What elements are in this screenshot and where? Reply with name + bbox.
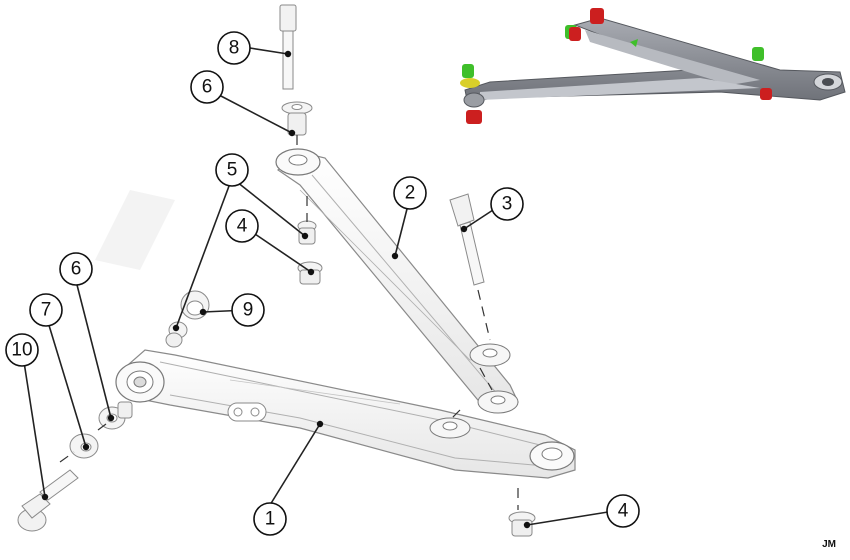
callout-1: 1: [253, 502, 287, 536]
callout-9: 9: [231, 293, 265, 327]
render-washer-yellow: [460, 78, 480, 88]
callout-2-label: 2: [405, 183, 416, 204]
callout-6-lower: 6: [59, 252, 93, 286]
lower-arm-part-1: [115, 349, 576, 479]
callout-7: 7: [29, 293, 63, 327]
callout-3: 3: [490, 187, 524, 221]
callout-7-label: 7: [41, 300, 52, 321]
callout-6-top-label: 6: [202, 77, 213, 98]
callout-1-label: 1: [265, 509, 276, 530]
bolt-part-8: [279, 4, 297, 90]
callout-8: 8: [217, 31, 251, 65]
bolt-part-3: [449, 193, 485, 286]
render-bushing-green-mid: [752, 47, 764, 61]
render-bushing-green-left: [462, 64, 474, 78]
callout-5-label: 5: [227, 160, 238, 181]
callout-8-label: 8: [229, 38, 240, 59]
callout-4-top: 4: [225, 209, 259, 243]
author-credit: JM: [822, 539, 836, 550]
callout-6-top: 6: [190, 70, 224, 104]
callout-10: 10: [5, 333, 39, 367]
callout-5: 5: [215, 153, 249, 187]
nut-part-4-upper: [297, 261, 323, 285]
leader-lines: [23, 47, 609, 526]
bolt-part-10: [17, 469, 79, 532]
callout-10-label: 10: [11, 340, 32, 361]
callout-4-lower-label: 4: [618, 501, 629, 522]
bushing-part-6-top: [281, 101, 313, 136]
render-bushing-red-top: [590, 8, 604, 24]
background-watermark: [95, 190, 175, 270]
upper-arm-part-2: [275, 148, 519, 414]
render-bushing-red-left: [466, 110, 482, 124]
callout-9-label: 9: [243, 300, 254, 321]
callout-3-label: 3: [502, 194, 513, 215]
callouts: 8 6 2 3 5 4 9 6: [5, 31, 640, 536]
callout-2: 2: [393, 176, 427, 210]
callout-4-top-label: 4: [237, 216, 248, 237]
assembly-render-inset: [460, 8, 846, 124]
callout-4-lower: 4: [606, 494, 640, 528]
leader-dots: [41, 50, 531, 529]
arm-slot: [227, 402, 267, 422]
assembly-axes: [59, 135, 519, 510]
callout-6-lower-label: 6: [71, 259, 82, 280]
